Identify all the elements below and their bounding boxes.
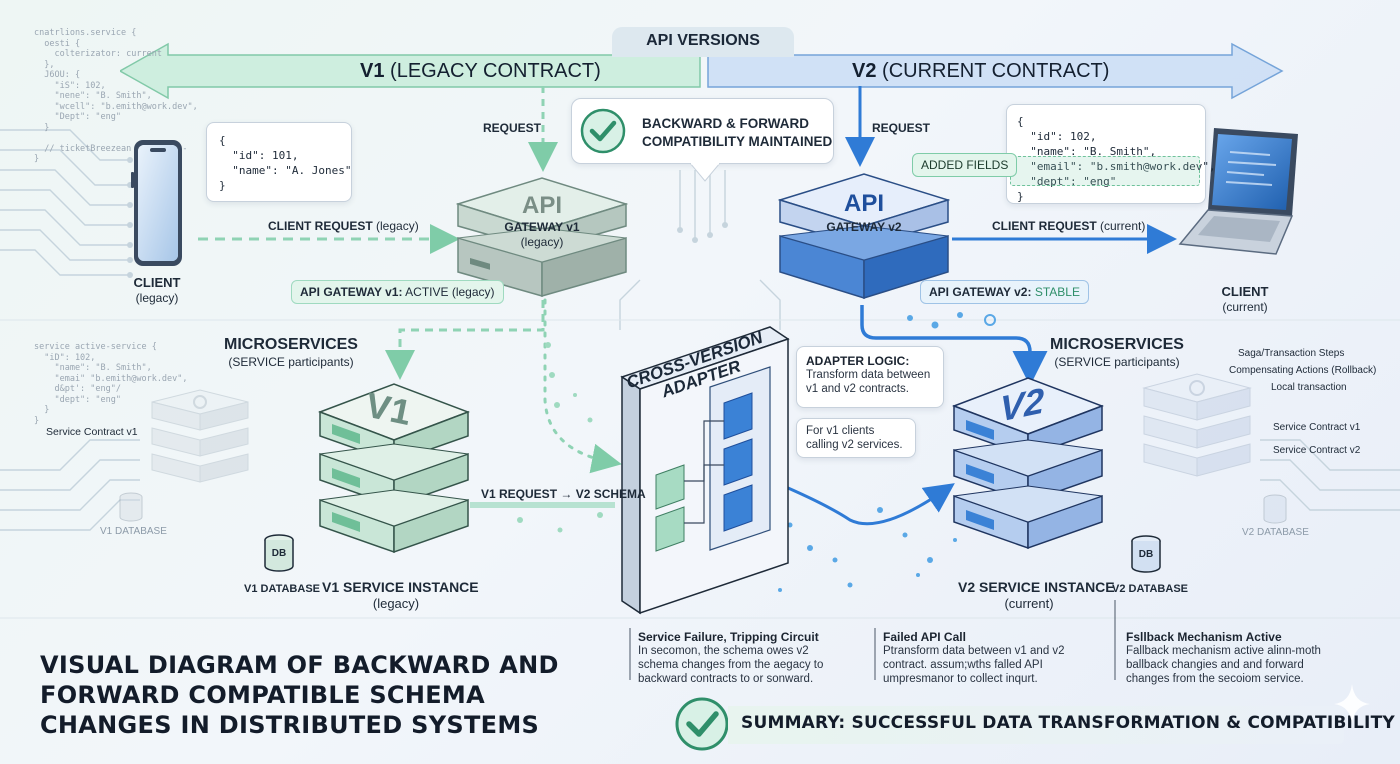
gateway-v1-status-text: ACTIVE (legacy): [405, 285, 495, 299]
smartphone-icon: [131, 140, 182, 266]
legacy-client-request-label: CLIENT REQUEST (legacy): [268, 219, 419, 233]
legacy-client-sub: (legacy): [135, 291, 179, 305]
summary-bar: [728, 706, 1344, 744]
v2-request-label: REQUEST: [872, 121, 931, 135]
faded-v2-database-label: V2 DATABASE: [1242, 527, 1309, 538]
legacy-request-bold: CLIENT REQUEST: [268, 219, 373, 233]
v1-server-stack: [318, 383, 470, 554]
micro-left-title: MICROSERVICES: [224, 336, 358, 353]
service-contract-v2-right: Service Contract v2: [1273, 445, 1361, 456]
service-code-snippet: service active-service { "iD": 102, "nam…: [34, 342, 188, 426]
note-1-title: Service Failure, Tripping Circuit: [638, 630, 819, 644]
api-versions-tab: [612, 27, 794, 57]
current-client-request-label: CLIENT REQUEST (current): [992, 219, 1145, 233]
v2-instance-sub: (current): [1004, 596, 1054, 611]
faded-db-icon-right: [1263, 494, 1287, 524]
gateway-v1-status: API GATEWAY v1: ACTIVE (legacy): [291, 280, 504, 304]
title-line-2: FORWARD COMPATIBLE SCHEMA: [40, 681, 485, 709]
adapter-logic-note: ADAPTER LOGIC: Transform data between v1…: [796, 346, 944, 408]
v2-server-stack: [952, 377, 1104, 550]
laptop-icon: [1178, 128, 1298, 255]
note-3-title: Fsllback Mechanism Active: [1126, 630, 1282, 644]
gateway-v2-api: API: [843, 190, 884, 217]
note-service-failure: Service Failure, Tripping Circuit In sec…: [638, 630, 868, 686]
note-2-body: Ptransform data between v1 and v2 contra…: [883, 645, 1065, 685]
note-failed-api: Failed API Call Ptransform data between …: [883, 630, 1113, 686]
v2-db-text: DB: [1138, 549, 1154, 560]
saga-step-3: Local transaction: [1271, 382, 1347, 393]
note-2-title: Failed API Call: [883, 630, 966, 644]
note-1-body: In secomon, the schema owes v2 schema ch…: [638, 645, 824, 685]
gateway-v1-sub: (legacy): [520, 235, 564, 249]
summary-check-icon: [675, 697, 729, 751]
title-line-3: CHANGES IN DISTRIBUTED SYSTEMS: [40, 711, 540, 739]
gateway-v2-block: [778, 173, 950, 300]
v2-database-label: V2 DATABASE: [1112, 583, 1188, 595]
gateway-v2-status-text: STABLE: [1034, 285, 1080, 299]
v1-request-schema-label: V1 REQUEST → V2 SCHEMA: [481, 487, 646, 501]
v1-db-icon: [264, 534, 294, 572]
service-contract-v1-right: Service Contract v1: [1273, 422, 1361, 433]
gateway-v1-api: API: [521, 192, 562, 219]
v1-db-text: DB: [271, 548, 287, 559]
gateway-v2-status: API GATEWAY v2: STABLE: [920, 280, 1089, 304]
faded-server-stack-right: [1142, 373, 1252, 477]
gateway-v1-status-bold: API GATEWAY v1:: [300, 285, 403, 299]
micro-right-title: MICROSERVICES: [1050, 336, 1184, 353]
cross-version-adapter-block: [620, 326, 790, 615]
summary-text: SUMMARY: SUCCESSFUL DATA TRANSFORMATION …: [741, 713, 1395, 733]
note-3-body: Fallback mechanism active alinn-moth bal…: [1126, 645, 1321, 685]
api-versions-label: API VERSIONS: [646, 32, 760, 49]
added-fields-badge: ADDED FIELDS: [912, 153, 1018, 177]
micro-right-sub: (SERVICE participants): [1054, 355, 1180, 369]
faded-v1-database-label: V1 DATABASE: [100, 526, 167, 537]
saga-step-1: Saga/Transaction Steps: [1238, 348, 1345, 359]
v1-clients-text: For v1 clients calling v2 services.: [806, 425, 903, 451]
callout-pointer: [690, 163, 720, 182]
v2-prefix: V2: [852, 60, 877, 82]
current-request-bold: CLIENT REQUEST: [992, 219, 1097, 233]
v1-suffix: (LEGACY CONTRACT): [390, 60, 601, 82]
added-fields-highlight: [1010, 156, 1200, 186]
v1-prefix: V1: [360, 60, 385, 82]
gateway-v1-block: [456, 177, 628, 297]
v1-clients-note: For v1 clients calling v2 services.: [796, 418, 916, 458]
note-fallback: Fsllback Mechanism Active Fallback mecha…: [1126, 630, 1366, 686]
v2-instance-label: V2 SERVICE INSTANCE: [958, 579, 1115, 595]
v1-contract-label: V1 (LEGACY CONTRACT): [360, 60, 601, 83]
compat-line-2: COMPATIBILITY MAINTAINED: [642, 134, 833, 149]
v2-suffix: (CURRENT CONTRACT): [882, 60, 1110, 82]
current-client-sub: (current): [1222, 300, 1268, 314]
saga-step-2: Compensating Actions (Rollback): [1229, 365, 1377, 376]
current-client-label: CLIENT: [1221, 284, 1269, 299]
version-arrows: [120, 42, 1284, 100]
v1-database-label: V1 DATABASE: [244, 583, 320, 595]
v1-instance-sub: (legacy): [372, 596, 420, 611]
legacy-client-label: CLIENT: [133, 275, 181, 290]
v2-db-icon: [1131, 535, 1161, 573]
page-title: VISUAL DIAGRAM OF BACKWARD AND FORWARD C…: [40, 650, 559, 740]
v1-request-label: REQUEST: [483, 121, 542, 135]
current-client-json: { "id": 102, "name": "B. Smith", "email"…: [1006, 104, 1216, 204]
legacy-client-json: { "id": 101, "name": "A. Jones" }: [206, 122, 352, 202]
gateway-v1-name: GATEWAY v1: [504, 220, 580, 234]
gateway-v2-name: GATEWAY v2: [826, 220, 902, 234]
adapter-logic-body: Transform data between v1 and v2 contrac…: [806, 369, 931, 395]
adapter-logic-title: ADAPTER LOGIC:: [806, 354, 910, 368]
faded-server-stack-left: [151, 389, 249, 483]
service-contract-v1-left: Service Contract v1: [46, 426, 138, 438]
current-request-sub: (current): [1100, 219, 1146, 233]
legacy-request-sub: (legacy): [376, 219, 419, 233]
check-icon: [580, 108, 626, 154]
micro-left-sub: (SERVICE participants): [228, 355, 354, 369]
faded-db-icon-left: [119, 492, 143, 522]
gateway-v2-status-bold: API GATEWAY v2:: [929, 285, 1032, 299]
v2-contract-label: V2 (CURRENT CONTRACT): [852, 60, 1109, 83]
v1-instance-label: V1 SERVICE INSTANCE: [322, 579, 479, 595]
sparkle-icon: [1334, 684, 1370, 724]
compat-line-1: BACKWARD & FORWARD: [642, 116, 809, 131]
title-line-1: VISUAL DIAGRAM OF BACKWARD AND: [40, 651, 559, 679]
